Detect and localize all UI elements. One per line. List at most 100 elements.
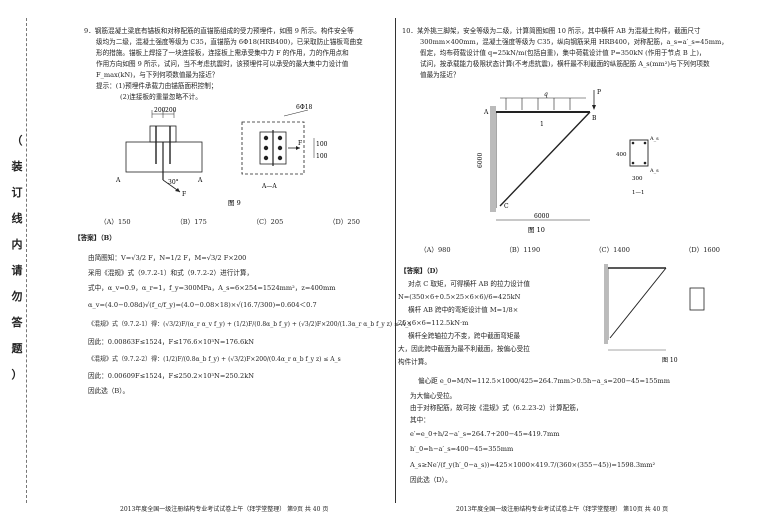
binding-margin: （ 装 订 线 内 请 勿 答 题 ） bbox=[4, 0, 38, 521]
solution-line: 《混规》式（9.7.2-1）得：(√3/2)F/(α_r α_v f_y) + … bbox=[88, 321, 412, 328]
force-label-f: F bbox=[182, 191, 186, 198]
section-title: 1—1 bbox=[632, 190, 645, 196]
q10-line: 试问，按承载能力极限状态计算(不考虑抗震)，横杆最不利截面的纵筋配筋 A_s(m… bbox=[420, 60, 710, 68]
page-footer-left: 2013年度全国一级注册结构专业考试试卷上午（拜学堂整理） 第9页 共 40 页 bbox=[120, 506, 329, 513]
solution-line: 偏心距 e_0=M/N=112.5×1000/425=264.7mm＞0.5h−… bbox=[418, 377, 671, 385]
option-c: （C）205 bbox=[252, 218, 284, 226]
q9-line: 作用方向如图 9 所示，试问，当不考虑抗震时，该预埋件可以承受的最大集中力设计值 bbox=[96, 60, 349, 68]
q9-line: 9．钢筋混凝土梁底有锚板和对称配筋的直锚筋组成的受力预埋件，如图 9 所示。构件… bbox=[84, 27, 354, 35]
q9-answer: 【答案】（B） bbox=[74, 234, 116, 242]
section-title: A—A bbox=[261, 183, 277, 190]
page-footer-right: 2013年度全国一级注册结构专业考试试卷上午（拜学堂整理） 第10页 共 40 … bbox=[456, 506, 669, 513]
solution-line: h′_0=h−a′_s=400−45=355mm bbox=[410, 445, 514, 453]
q10-line: 10．某外挑三脚架，安全等级为二级，计算简图如图 10 所示，其中横杆 AB 为… bbox=[402, 27, 701, 35]
option-c: （C）1400 bbox=[594, 246, 630, 254]
q9-options: （A）150 （B）175 （C）205 （D）250 bbox=[100, 217, 360, 228]
binding-char: 线 bbox=[11, 212, 23, 225]
q10-line: 300mm×400mm，混凝土强度等级为 C35，纵向钢筋采用 HRB400，对… bbox=[420, 38, 728, 46]
figure-10-small-caption: 图 10 bbox=[662, 357, 678, 364]
section-width: 300 bbox=[632, 176, 643, 182]
page-divider bbox=[395, 18, 396, 503]
binding-char: 题 bbox=[11, 342, 23, 355]
binding-char: 勿 bbox=[11, 290, 23, 303]
solution-line: N=(350×6+0.5×25×6×6)/6=425kN bbox=[398, 293, 521, 301]
solution-line: 《混规》式（9.7.2-2）得：(1/2)F/(0.8α_b f_y) + (√… bbox=[88, 356, 341, 363]
solution-line: 由简图知：V=√3/2 F，N=1/2 F，M=√3/2 F×200 bbox=[88, 254, 247, 262]
q10-line: 值最为接近？ bbox=[420, 71, 460, 79]
figure-10: q P A B C 6000 6000 图 10 1 A_s A_s 400 3… bbox=[477, 89, 659, 234]
dim-100-b: 100 bbox=[316, 153, 328, 160]
node-a-label: A bbox=[483, 109, 489, 116]
rebar-label: 6Φ18 bbox=[296, 104, 313, 111]
figure-10-small: 图 10 bbox=[604, 264, 705, 364]
q9-hint: (2)连接板的重量忽略不计。 bbox=[120, 93, 202, 101]
anchor-plate bbox=[149, 125, 177, 143]
force-label-f: F bbox=[298, 140, 302, 147]
q9-line: 级均为二级，混凝土强度等级为 C35，直锚筋为 6Φ18(HRB400)，已采取… bbox=[96, 38, 363, 46]
q10-line: 假定，均布荷载设计值 q=25kN/m(包括自重)，集中荷载设计值 P=350k… bbox=[420, 49, 706, 57]
dim-200-b: 200 bbox=[165, 107, 177, 114]
binding-text: （ 装 订 线 内 请 勿 答 题 ） bbox=[9, 128, 25, 388]
option-a: （A）980 bbox=[420, 246, 451, 254]
option-a: （A）150 bbox=[100, 218, 131, 226]
binding-line bbox=[26, 18, 27, 503]
height-6000: 6000 bbox=[477, 153, 484, 168]
solution-line: 由于对称配筋，故可按《混规》式（6.2.23-2）计算配筋， bbox=[410, 404, 583, 412]
solution-line: 采用《混规》式（9.7.2-1）和式（9.7.2-2）进行计算， bbox=[88, 269, 254, 277]
load-q-label: q bbox=[544, 91, 548, 98]
solution-line: α_v=(4.0−0.08d)√(f_c/f_y)=(4.0−0.08×18)×… bbox=[88, 301, 317, 309]
figure-10-caption: 图 10 bbox=[528, 226, 545, 234]
solution-line: 因此选（B）。 bbox=[88, 387, 130, 395]
binding-char: 内 bbox=[11, 238, 23, 251]
solution-line: 其中： bbox=[410, 416, 430, 424]
as-bottom: A_s bbox=[649, 168, 659, 174]
plate-plan bbox=[241, 121, 305, 175]
q10-text: 10．某外挑三脚架，安全等级为二级，计算简图如图 10 所示，其中横杆 AB 为… bbox=[402, 26, 754, 81]
node-b-label: B bbox=[592, 115, 597, 122]
binding-char: 订 bbox=[11, 186, 23, 199]
node-c-label: C bbox=[504, 203, 509, 210]
figure-9: 200 200 30° F A A F 6Φ18 100 100 A—A 图 9 bbox=[115, 104, 328, 207]
q10-answer: 【答案】（D） bbox=[400, 267, 442, 275]
wall bbox=[490, 106, 496, 212]
binding-char: 装 bbox=[11, 160, 23, 173]
figure-9-caption: 图 9 bbox=[228, 199, 241, 207]
load-p-label: P bbox=[597, 89, 601, 96]
section-mark-a: A bbox=[115, 177, 121, 184]
solution-line: 25×6×6=112.5kN·m bbox=[398, 319, 469, 327]
binding-char: 请 bbox=[11, 264, 23, 277]
member-bc bbox=[499, 111, 591, 207]
dim-200-a: 200 bbox=[154, 107, 166, 114]
section-1-label: 1 bbox=[540, 121, 544, 128]
angle-label: 30° bbox=[168, 179, 179, 186]
solution-line: 横杆 AB 跨中的弯矩设计值 M=1/8× bbox=[408, 306, 519, 314]
option-d: （D）1600 bbox=[684, 246, 720, 254]
option-b: （B）1190 bbox=[505, 246, 541, 254]
q10-solution-bottom: 偏心距 e_0=M/N=112.5×1000/425=264.7mm＞0.5h−… bbox=[410, 372, 755, 486]
option-b: （B）175 bbox=[176, 218, 207, 226]
solution-line: 因此选（D）。 bbox=[410, 476, 452, 484]
solution-line: 因此：0.00863F≤1524，F≤176.6×10³N=176.6kN bbox=[88, 338, 254, 346]
dim-100-a: 100 bbox=[316, 141, 328, 148]
beam-outline bbox=[125, 141, 203, 173]
binding-char: （ bbox=[11, 134, 23, 147]
solution-line: 对点 C 取矩，可得横杆 AB 的拉力设计值 bbox=[408, 280, 530, 288]
q9-hint: 提示：(1)预埋件承载力由锚筋面积控制； bbox=[96, 82, 218, 90]
solution-line: A_s≥Ne′/(f_y(h′_0−a_s))=425×1000×419.7/(… bbox=[410, 461, 656, 469]
solution-line: 式中，α_v=0.9，α_r=1，f_y=300MPa，A_s=6×254=15… bbox=[88, 284, 336, 292]
solution-line: 横杆全跨轴拉力不变，跨中截面弯矩最 bbox=[408, 332, 521, 340]
q9-line: F_max(kN)，与下列何项数值最为接近？ bbox=[96, 71, 219, 79]
solution-line: 因此：0.00609F≤1524，F≤250.2×10³N=250.2kN bbox=[88, 372, 254, 380]
as-top: A_s bbox=[649, 136, 659, 142]
section-mark-a: A bbox=[197, 177, 203, 184]
width-6000: 6000 bbox=[534, 213, 549, 220]
binding-char: ） bbox=[11, 368, 23, 381]
q9-text: 9．钢筋混凝土梁底有锚板和对称配筋的直锚筋组成的受力预埋件，如图 9 所示。构件… bbox=[84, 26, 363, 103]
solution-line: 大，因此跨中截面为最不利截面，按偏心受拉 bbox=[398, 345, 530, 353]
q9-solution: 由简图知：V=√3/2 F，N=1/2 F，M=√3/2 F×200 采用《混规… bbox=[88, 251, 412, 399]
section-height: 400 bbox=[616, 152, 627, 158]
option-d: （D）250 bbox=[328, 218, 360, 226]
solution-line: 构件计算。 bbox=[398, 358, 431, 366]
q10-options: （A）980 （B）1190 （C）1400 （D）1600 bbox=[420, 245, 720, 256]
q10-solution-top: 对点 C 取矩，可得横杆 AB 的拉力设计值 N=(350×6+0.5×25×6… bbox=[398, 278, 598, 369]
